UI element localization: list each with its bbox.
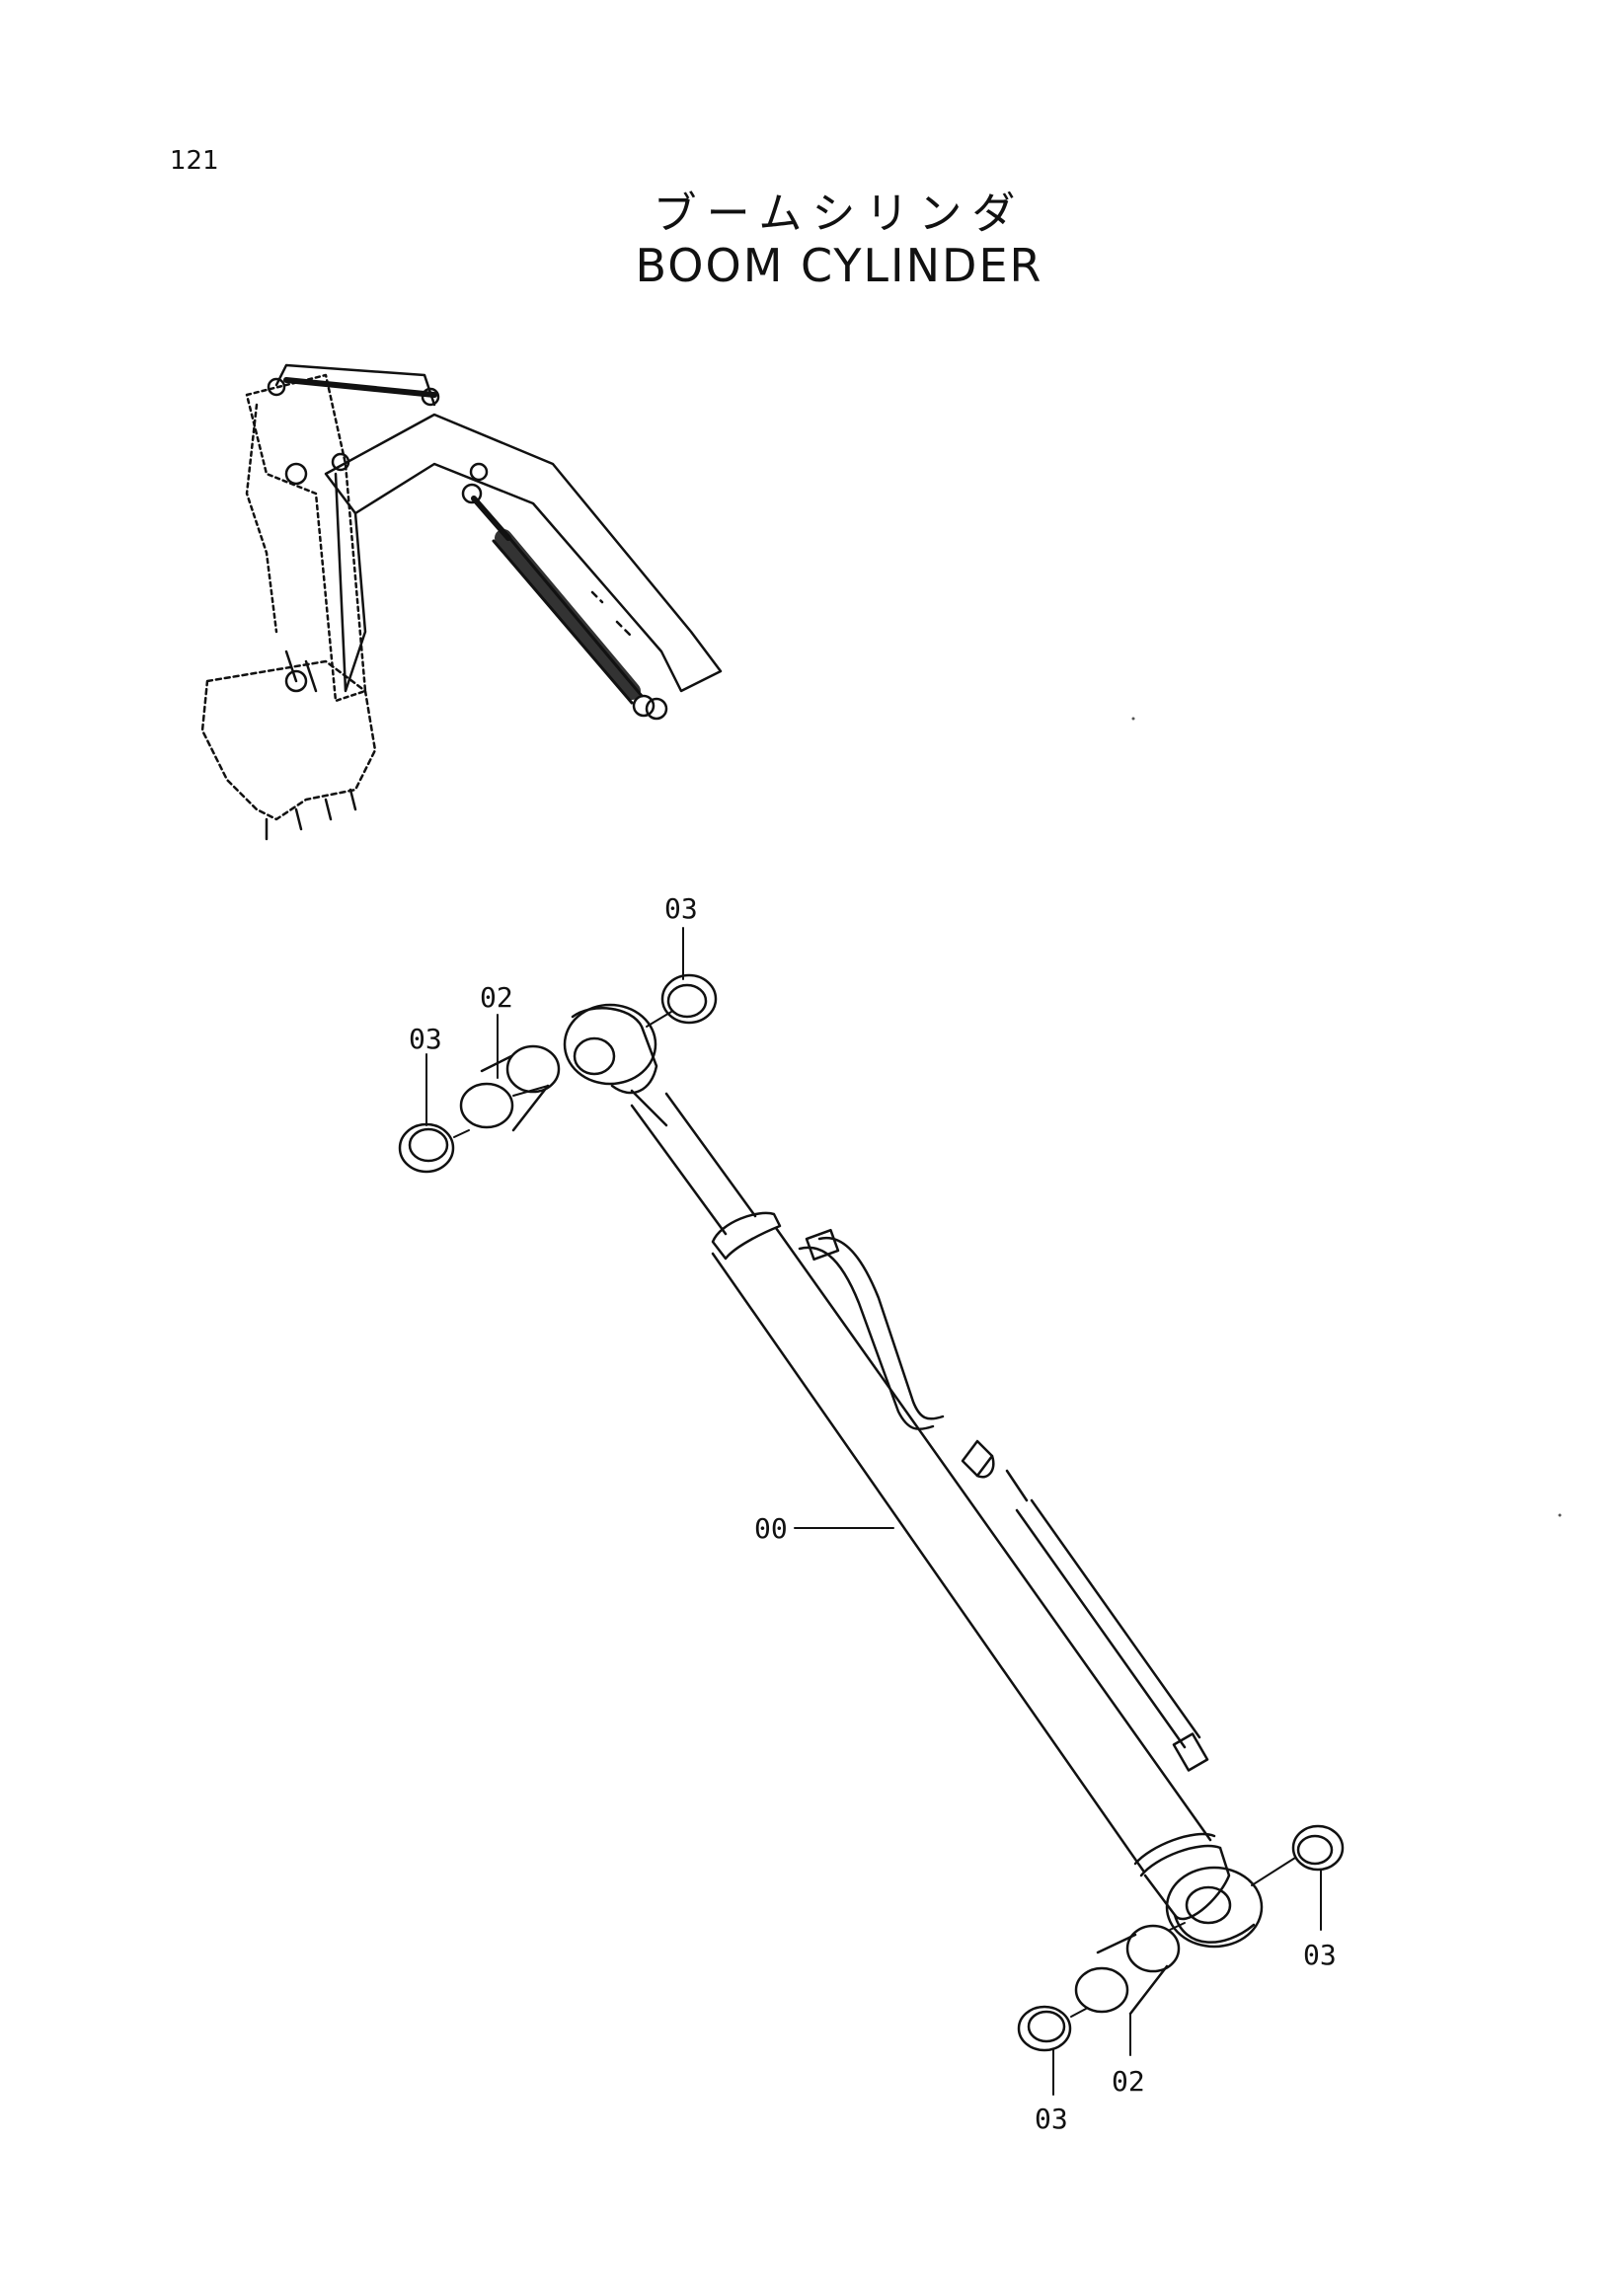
leader-lines <box>425 927 1322 2096</box>
title-english: BOOM CYLINDER <box>635 239 1043 292</box>
callout-03-left: 03 <box>409 1023 442 1055</box>
page-number: 121 <box>170 146 219 176</box>
callout-02-bottom: 02 <box>1112 2065 1145 2098</box>
pin-bush-bottom <box>1074 1924 1181 2016</box>
boom-cylinder-assembly <box>563 1003 1264 1949</box>
callout-03-bottom: 03 <box>1035 2103 1068 2135</box>
assembly-lines <box>453 1011 1296 2018</box>
dust-seal-bottom <box>1017 2005 1072 2052</box>
excavator-overview-illustration <box>200 363 723 841</box>
stray-dot <box>1131 717 1135 721</box>
dust-seal-top-left <box>398 1122 455 1174</box>
callout-00-cylinder: 00 <box>754 1512 788 1545</box>
stray-dot <box>1558 1513 1562 1517</box>
pin-bush-top <box>459 1044 561 1132</box>
dust-seal-top-right <box>660 973 718 1025</box>
callout-02-top: 02 <box>480 981 513 1014</box>
callout-03-top: 03 <box>664 892 698 925</box>
dust-seal-right <box>1291 1824 1345 1872</box>
callout-03-right: 03 <box>1303 1939 1337 1971</box>
title-japanese: ブームシリンダ <box>653 189 1026 239</box>
